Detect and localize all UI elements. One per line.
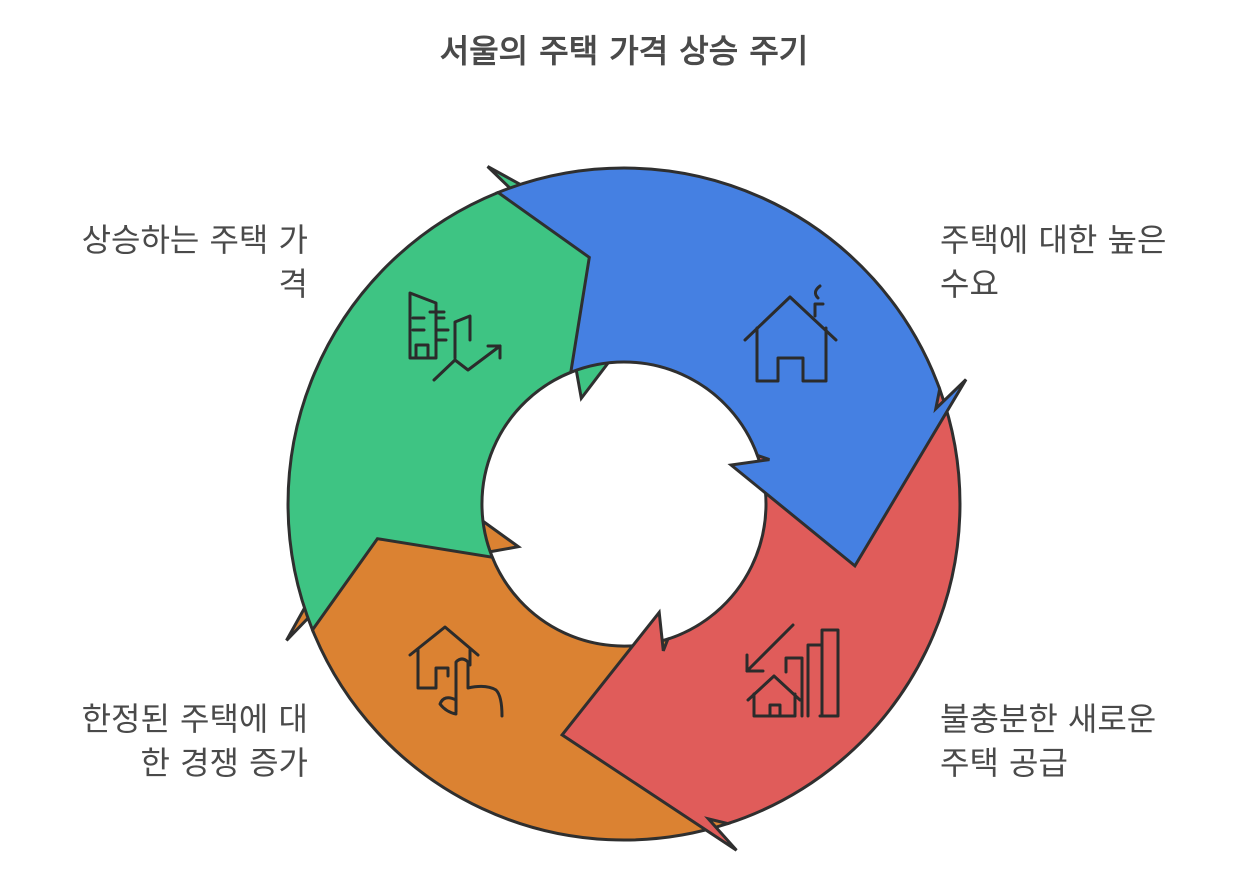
stage-label-line: 주택에 대한 높은 [940,221,1167,259]
stage-label-line: 상승하는 주택 가 [81,221,308,259]
stage-label-line: 한정된 주택에 대 [81,700,308,738]
stage-label-line: 격 [278,265,308,303]
house-bar-chart-down-icon [745,623,840,718]
segment-high-demand [494,166,968,569]
diagram-title: 서울의 주택 가격 상승 주기 [439,32,809,70]
stage-label-increased-competition: 한정된 주택에 대 한 경쟁 증가 [20,697,308,785]
stage-label-line: 불충분한 새로운 [940,700,1157,738]
stage-label-insufficient-supply: 불충분한 새로운 주택 공급 [940,697,1240,785]
stage-label-high-demand: 주택에 대한 높은 수요 [940,218,1240,306]
house-icon [743,284,838,383]
stage-label-rising-prices: 상승하는 주택 가 격 [20,218,308,306]
house-pointing-hand-icon [408,625,504,718]
segment-rising-prices [286,165,681,634]
rising-buildings-chart-icon [408,291,502,382]
stage-label-line: 수요 [940,265,999,303]
stage-label-line: 주택 공급 [940,744,1068,782]
stage-label-line: 한 경쟁 증가 [140,744,308,782]
